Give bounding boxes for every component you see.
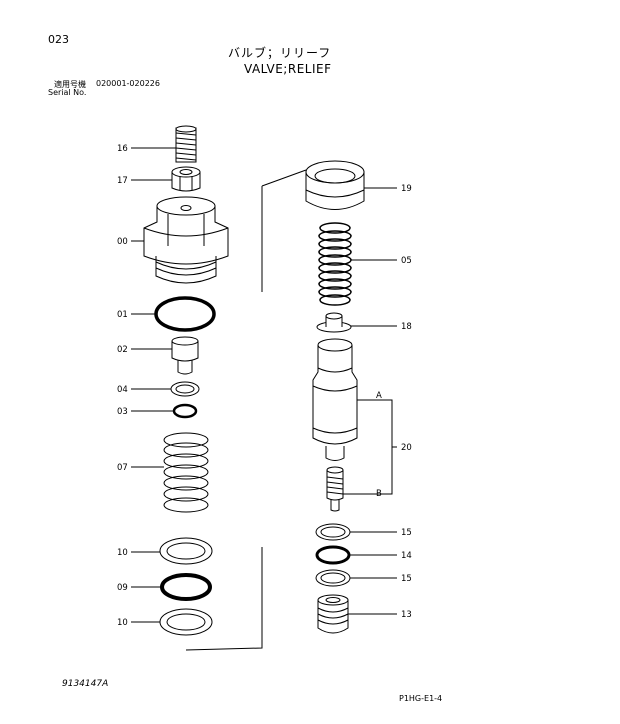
assembly-connector-line	[185, 547, 263, 651]
serial-range: 020001-020226	[96, 79, 160, 88]
callout-20: 20	[401, 443, 412, 453]
callout-17: 17	[117, 176, 128, 186]
serial-label-english: Serial No.	[48, 88, 87, 97]
callout-09: 09	[117, 583, 128, 593]
callout-00: 00	[117, 237, 128, 247]
callout-14: 14	[401, 551, 412, 561]
part-10-backup-ring-lower	[159, 608, 213, 636]
assembly-connector-top	[261, 169, 307, 292]
part-10-backup-ring-upper	[159, 537, 213, 565]
part-15-backup-ring-upper	[315, 523, 351, 541]
callout-13: 13	[401, 610, 412, 620]
page-number: 023	[48, 33, 69, 46]
callout-02: 02	[117, 345, 128, 355]
callout-15-lower: 15	[401, 574, 412, 584]
part-16-set-screw	[175, 125, 197, 163]
serial-label-japanese: 適用号機	[54, 80, 86, 89]
drawing-number: 9134147A	[62, 679, 109, 689]
callout-B: B	[376, 489, 382, 499]
page-code: P1HG-E1-4	[399, 694, 443, 703]
part-03-o-ring	[172, 403, 198, 419]
part-05-spring	[318, 222, 352, 306]
callout-07: 07	[117, 463, 128, 473]
part-09-o-ring	[160, 573, 212, 601]
part-00-plug-body	[143, 196, 229, 284]
part-07-spring	[163, 432, 209, 513]
callout-03: 03	[117, 407, 128, 417]
callout-05: 05	[401, 256, 412, 266]
part-20-sleeve	[312, 338, 358, 461]
callout-15-upper: 15	[401, 528, 412, 538]
part-02-poppet	[171, 336, 199, 375]
part-15-backup-ring-lower	[315, 569, 351, 587]
part-14-o-ring	[315, 545, 351, 565]
part-17-nut	[171, 166, 201, 192]
callout-19: 19	[401, 184, 412, 194]
callout-18: 18	[401, 322, 412, 332]
part-04-backup-ring	[170, 381, 200, 397]
part-20-poppet	[326, 466, 344, 512]
callout-16: 16	[117, 144, 128, 154]
callout-01: 01	[117, 310, 128, 320]
callout-10-upper: 10	[117, 548, 128, 558]
callout-A: A	[376, 391, 382, 401]
part-01-o-ring	[154, 296, 216, 332]
title-english: VALVE;RELIEF	[244, 62, 332, 76]
part-13-seat	[317, 594, 349, 634]
part-19-cap	[305, 160, 365, 210]
callout-04: 04	[117, 385, 128, 395]
callout-10-lower: 10	[117, 618, 128, 628]
part-18-spring-seat	[316, 312, 352, 333]
title-japanese: バルブ；リリーフ	[228, 46, 332, 60]
